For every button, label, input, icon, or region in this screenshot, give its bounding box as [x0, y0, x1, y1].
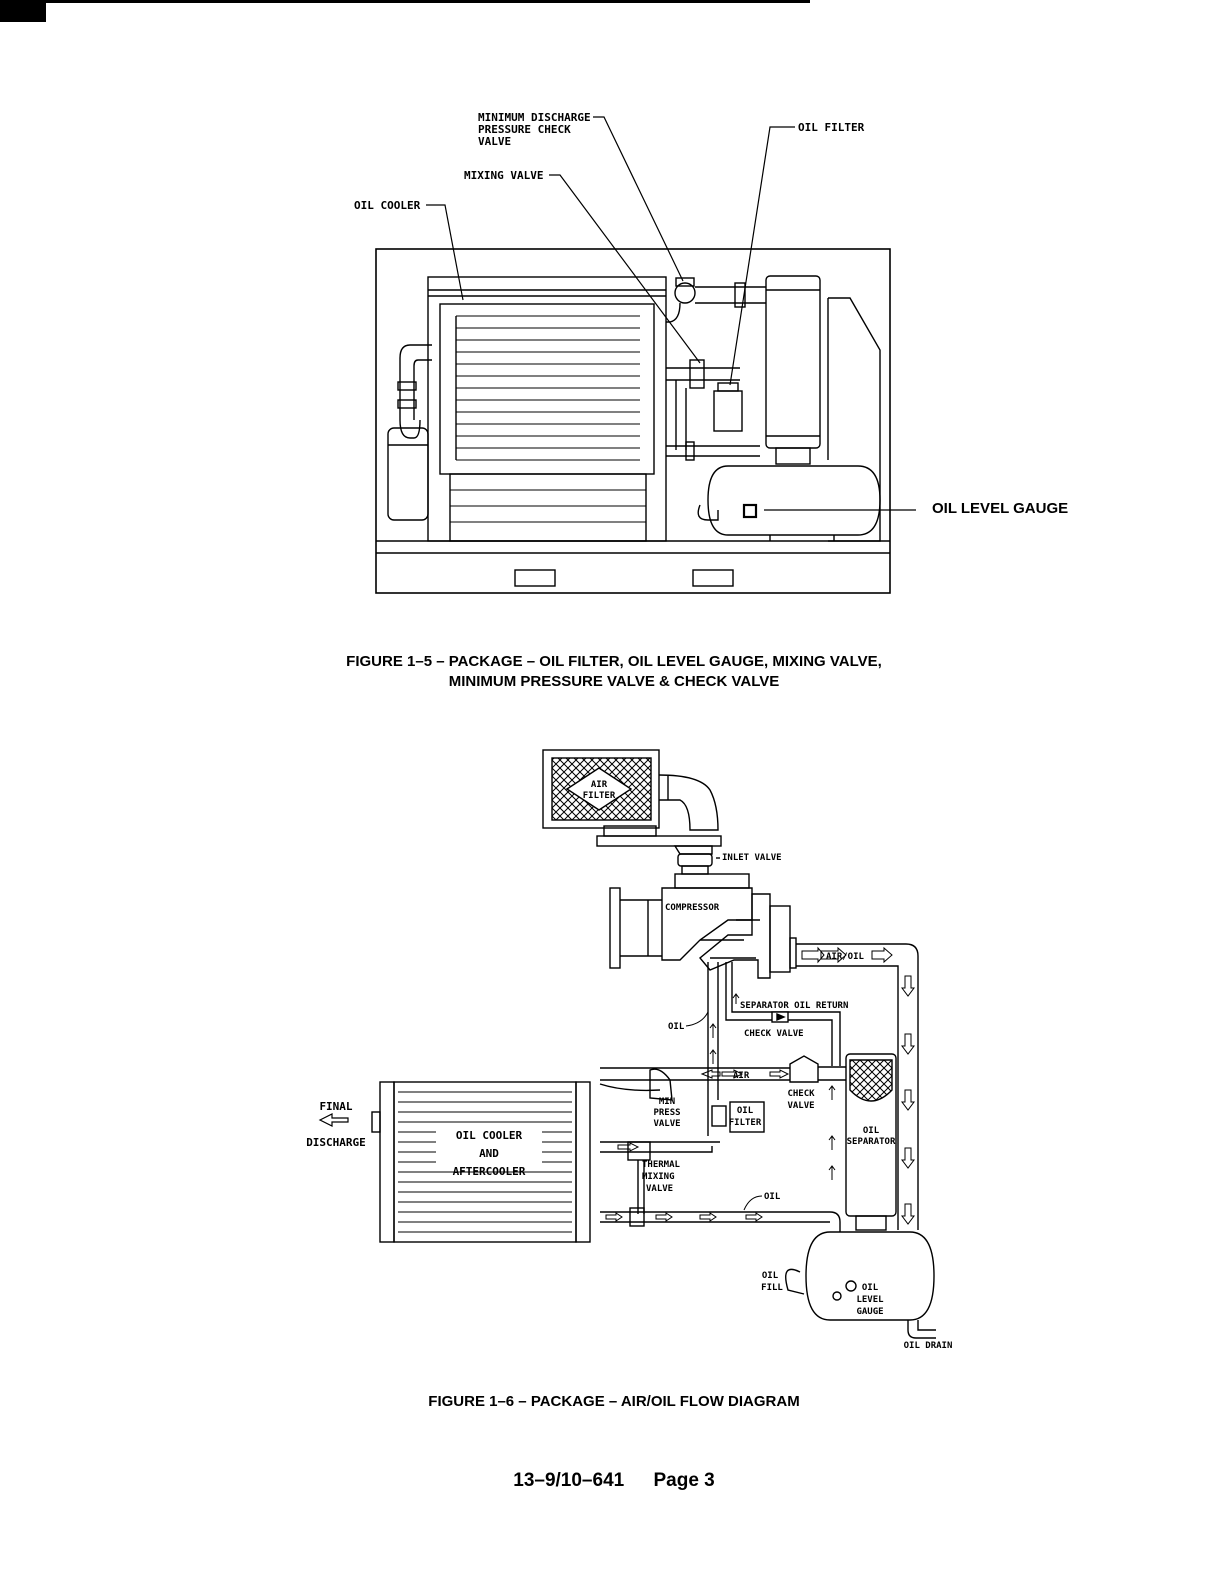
- label-min-press-valve-1: MIN: [659, 1097, 675, 1107]
- label-check-valve-top: CHECK VALVE: [744, 1029, 804, 1039]
- package-frame: [375, 248, 891, 594]
- fig5-left-piping: [387, 344, 432, 521]
- label-oil-cooler: OIL COOLER: [354, 199, 421, 212]
- label-oil-filter-1: OIL: [737, 1106, 754, 1116]
- doc-number: 13–9/10–641: [513, 1470, 625, 1491]
- air-oil-arrow-icon: [801, 946, 825, 964]
- label-oil-cooler-1: OIL COOLER: [456, 1129, 523, 1142]
- fig5-check-valve: [666, 277, 766, 323]
- label-oil-filter-2: FILTER: [729, 1118, 762, 1128]
- figure-1-5-caption-line1: FIGURE 1–5 – PACKAGE – OIL FILTER, OIL L…: [346, 653, 882, 670]
- label-min-discharge-3: VALVE: [478, 135, 511, 148]
- label-oil-top: OIL: [668, 1022, 685, 1032]
- label-separator-oil-return: SEPARATOR OIL RETURN: [740, 1001, 848, 1011]
- label-check-valve-right-2: VALVE: [787, 1101, 814, 1111]
- fig6-air-filter: [542, 749, 722, 875]
- fig6-check-valve: [789, 1055, 819, 1083]
- fig6-thermal-mixing-valve: [600, 1141, 720, 1214]
- label-oil-bottom: OIL: [764, 1192, 781, 1202]
- label-min-discharge-2: PRESSURE CHECK: [478, 123, 571, 136]
- label-oil-fill-1: OIL: [762, 1271, 779, 1281]
- label-mixing-valve: MIXING VALVE: [464, 169, 543, 182]
- up-arrow-icon: [828, 1135, 836, 1150]
- up-arrow-icon: [709, 1049, 717, 1064]
- figure-1-5: [375, 116, 916, 594]
- fig5-separator: [765, 275, 881, 542]
- label-inlet-valve: INLET VALVE: [722, 853, 782, 863]
- figure-1-5-caption-line2: MINIMUM PRESSURE VALVE & CHECK VALVE: [448, 673, 780, 690]
- label-oil-level-gauge-1: OIL: [862, 1283, 879, 1293]
- label-oil-separator-2: SEPARATOR: [847, 1137, 896, 1147]
- fig5-receiver-tank: [697, 465, 881, 541]
- label-oil-separator-1: OIL: [863, 1126, 880, 1136]
- label-oil-cooler-2: AND: [479, 1147, 499, 1160]
- up-arrow-icon: [732, 993, 740, 1004]
- fig6-compressor: [609, 873, 797, 979]
- base-slot-left: [514, 569, 556, 587]
- fig6-oil-filter: [711, 1101, 765, 1133]
- label-thermal-mixing-3: VALVE: [646, 1184, 673, 1194]
- label-min-press-valve-3: VALVE: [653, 1119, 680, 1129]
- label-oil-level-gauge-3: GAUGE: [856, 1307, 883, 1317]
- fig5-oil-filter-canister: [713, 390, 743, 432]
- label-thermal-mixing-2: MIXING: [642, 1172, 675, 1182]
- label-thermal-mixing-1: THERMAL: [642, 1160, 681, 1170]
- figure-1-5-labels: MINIMUM DISCHARGE PRESSURE CHECK VALVE M…: [354, 111, 1068, 517]
- label-check-valve-right-1: CHECK: [787, 1089, 815, 1099]
- label-oil-drain: OIL DRAIN: [904, 1341, 953, 1351]
- fig6-receiver-tank: [785, 1231, 936, 1339]
- top-rule: [46, 0, 810, 3]
- leader-mixing-valve: [549, 174, 701, 364]
- fig6-oil-line-bottom: [600, 1207, 841, 1232]
- up-arrow-icon: [828, 1085, 836, 1100]
- up-arrow-icon: [709, 1023, 717, 1038]
- label-air-oil: AIR/OIL: [826, 952, 865, 962]
- leader-oil-cooler: [426, 204, 464, 301]
- base-slot-right: [692, 569, 734, 587]
- fig5-oil-level-gauge: [742, 503, 758, 519]
- fig5-oil-cooler: [427, 276, 667, 542]
- label-air: AIR: [733, 1071, 750, 1081]
- leader-min-discharge: [593, 116, 684, 282]
- label-oil-fill-2: FILL: [761, 1283, 783, 1293]
- air-flow-arrow-icon: [700, 1069, 721, 1079]
- label-final-discharge-2: DISCHARGE: [306, 1136, 366, 1149]
- label-oil-level-gauge: OIL LEVEL GAUGE: [932, 500, 1068, 517]
- label-oil-filter: OIL FILTER: [798, 121, 865, 134]
- fig6-air-line: [599, 1055, 846, 1101]
- fig6-oil-line-vertical: [707, 962, 841, 1136]
- label-final-discharge-1: FINAL: [319, 1100, 352, 1113]
- page-number: Page 3: [653, 1470, 715, 1491]
- label-oil-cooler-3: AFTERCOOLER: [453, 1165, 526, 1178]
- leader-oil-filter: [729, 126, 795, 386]
- up-arrow-icon: [828, 1165, 836, 1180]
- label-air-filter-2: FILTER: [583, 791, 616, 801]
- corner-mark: [0, 0, 46, 22]
- figure-1-6: [371, 749, 936, 1339]
- label-air-filter-1: AIR: [591, 780, 608, 790]
- fig6-air-oil-line: [796, 943, 919, 1230]
- label-min-discharge-1: MINIMUM DISCHARGE: [478, 111, 591, 124]
- page-footer: 13–9/10–641 Page 3: [0, 1470, 1228, 1492]
- fig6-oil-separator: [845, 1053, 897, 1231]
- fig5-mixing-valve: [666, 359, 760, 461]
- final-discharge-arrow-icon: [318, 1113, 349, 1127]
- fig5-leaders: [426, 116, 916, 511]
- label-min-press-valve-2: PRESS: [653, 1108, 680, 1118]
- figure-1-6-labels: AIR FILTER INLET VALVE COMPRESSOR AIR/OI…: [306, 780, 952, 1351]
- label-compressor: COMPRESSOR: [665, 903, 720, 913]
- label-oil-level-gauge-2: LEVEL: [856, 1295, 884, 1305]
- fig6-oil-cooler-aftercooler: [371, 1081, 591, 1243]
- figure-1-6-caption: FIGURE 1–6 – PACKAGE – AIR/OIL FLOW DIAG…: [428, 1393, 800, 1410]
